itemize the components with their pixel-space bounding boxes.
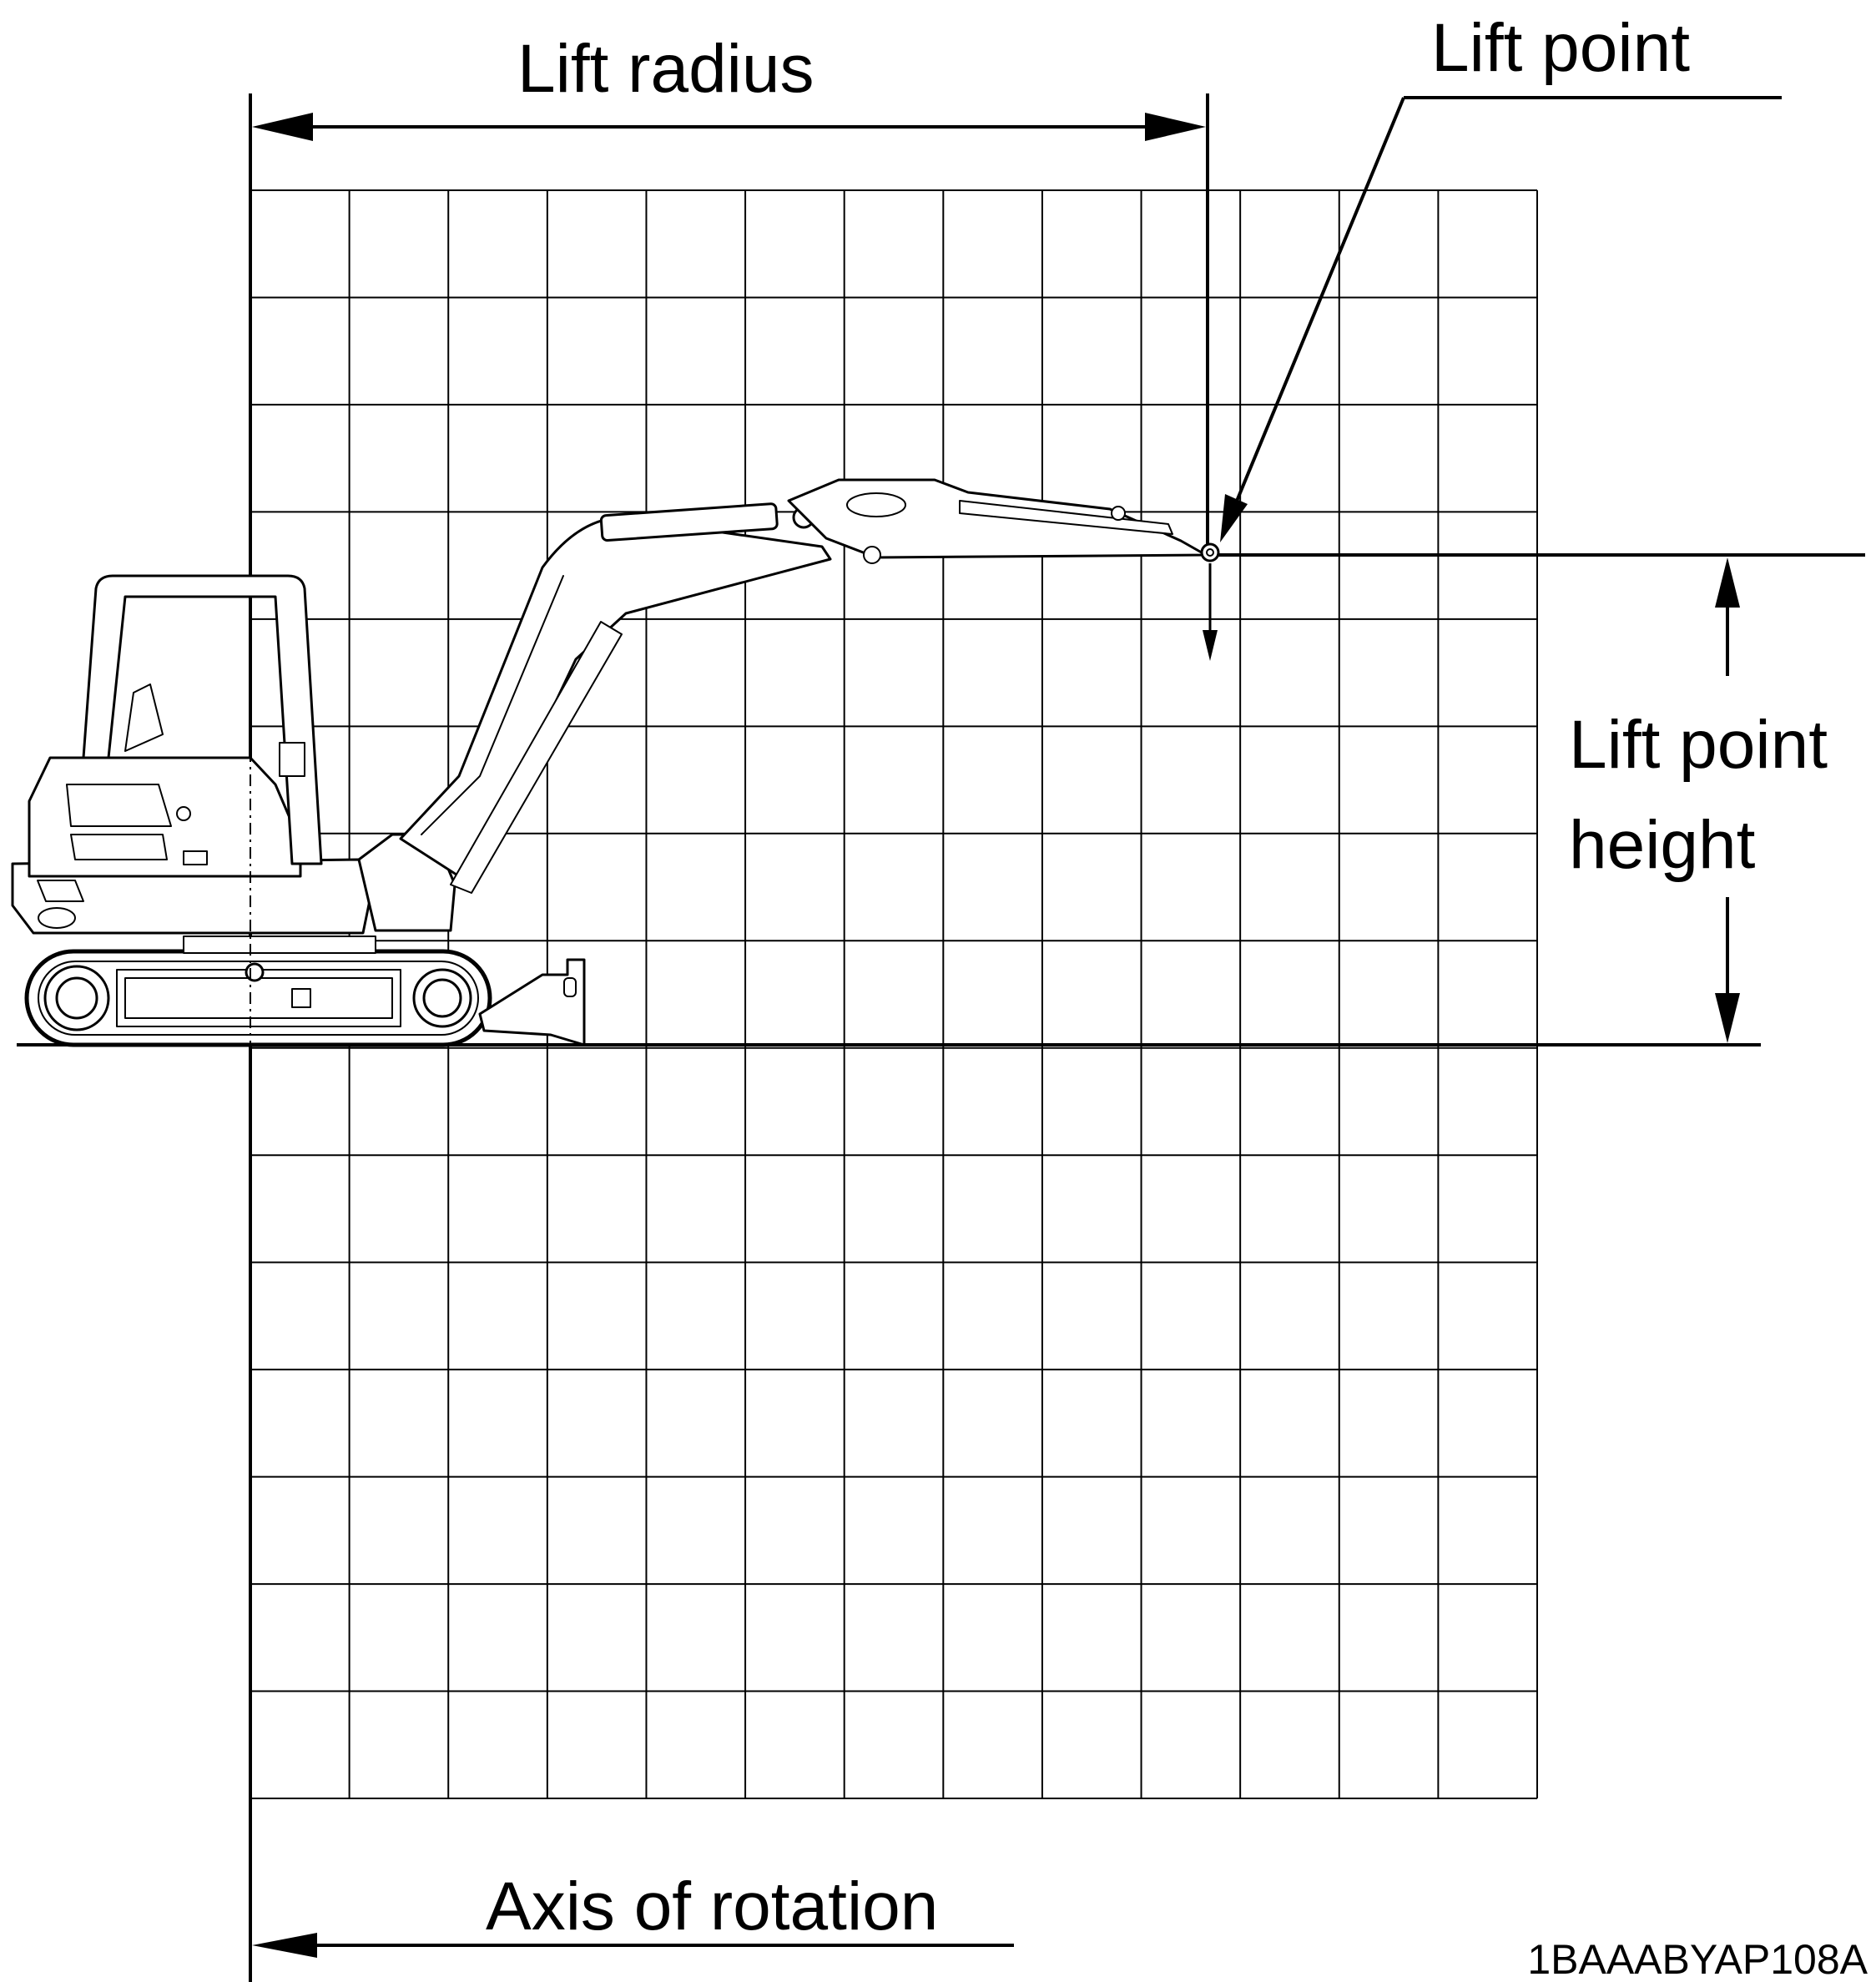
lift-point-down-arrow (1203, 563, 1218, 661)
lift-radius-label: Lift radius (517, 31, 814, 107)
lift-radius-dimension (252, 113, 1206, 141)
axis-of-rotation-arrow (252, 1933, 1014, 1958)
mini-excavator-icon (11, 478, 1220, 1047)
lift-point-pointer (1220, 96, 1782, 542)
lift-point-label: Lift point (1431, 10, 1690, 86)
figure-code: 1BAAABYAP108A (1527, 1936, 1868, 1982)
lift-point-height-dimension (1715, 557, 1740, 1043)
lift-point-height-label-line2: height (1569, 807, 1756, 883)
lift-point-height-label-line1: Lift point (1569, 707, 1828, 783)
axis-of-rotation-label: Axis of rotation (486, 1869, 938, 1944)
